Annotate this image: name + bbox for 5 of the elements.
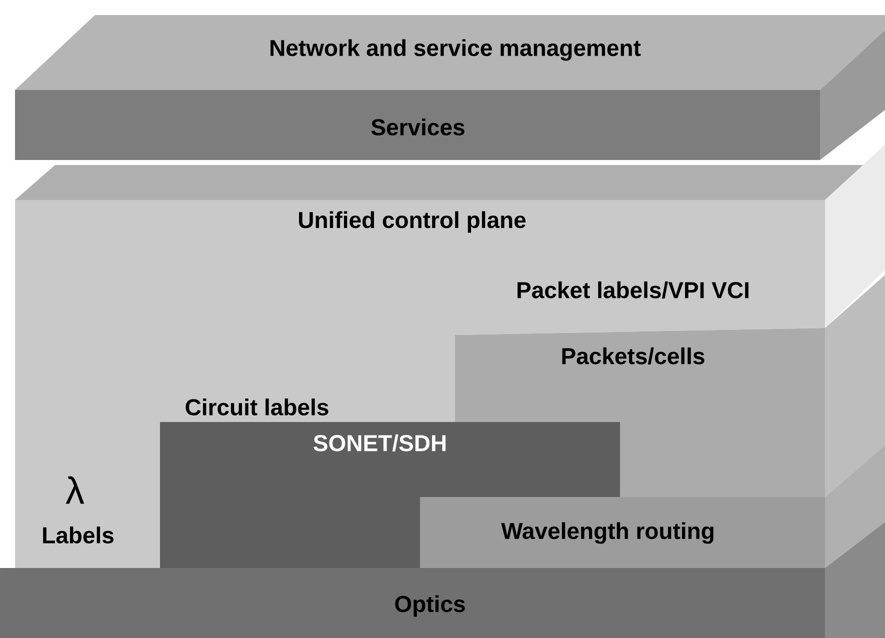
layer-label: Packet labels/VPI VCI — [518, 281, 748, 299]
layer-label: Circuit labels — [186, 398, 328, 416]
layer-block: Network and service management — [15, 15, 885, 90]
lambda-symbol: λ — [66, 476, 84, 504]
layer-label: Labels — [43, 526, 114, 544]
